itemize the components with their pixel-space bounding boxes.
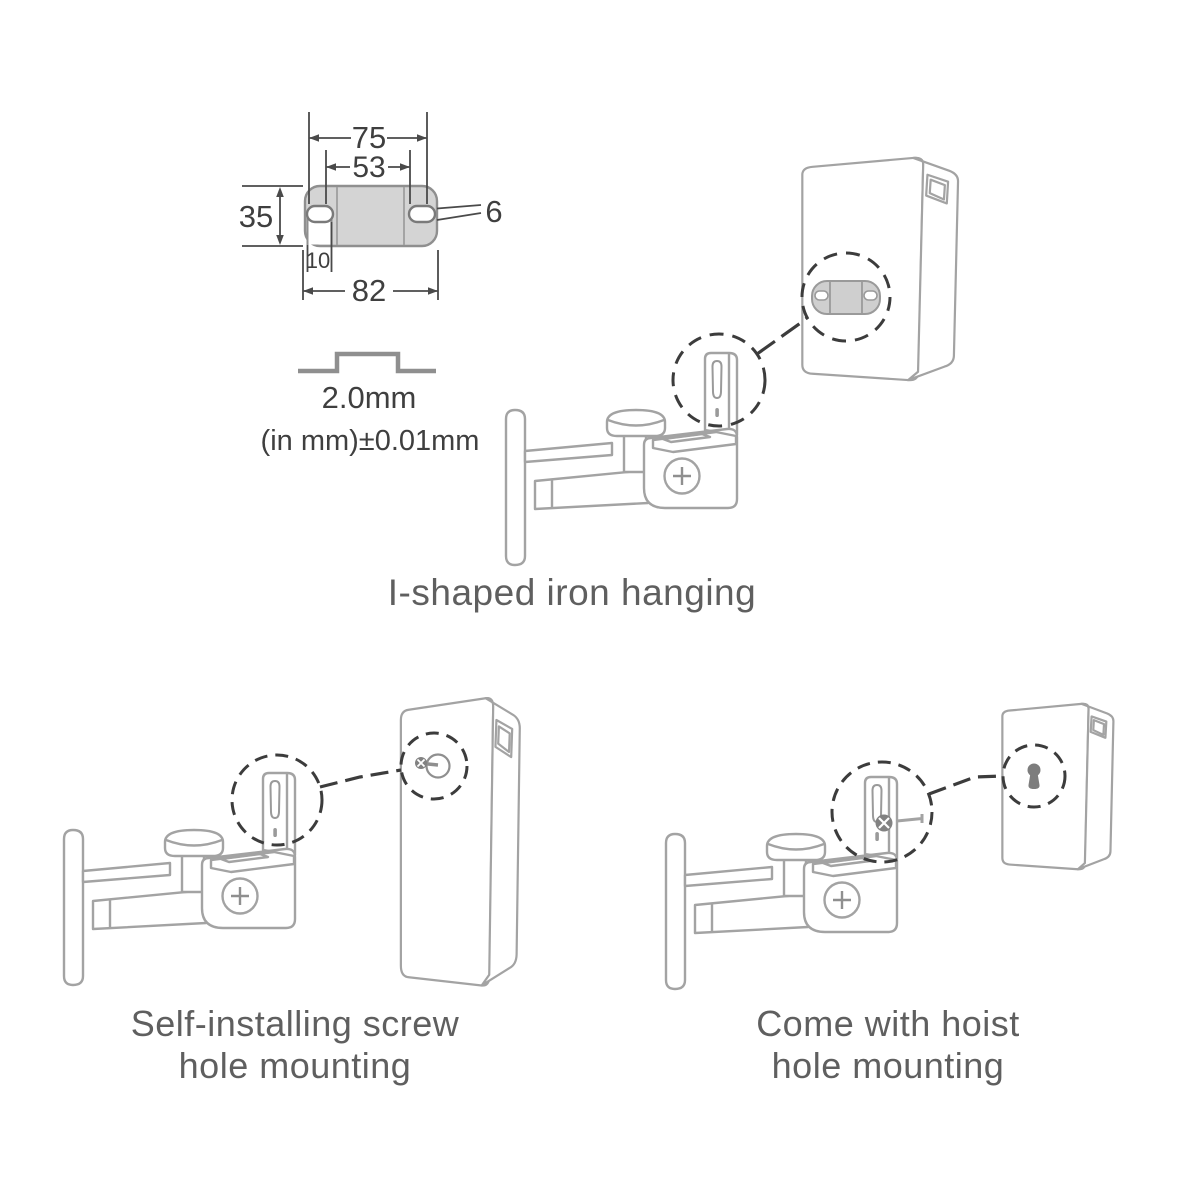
zoom-circle-br-speaker — [1001, 743, 1067, 809]
thickness-label: 2.0mm — [322, 380, 417, 415]
zoom-circle-bl-tab — [230, 753, 324, 847]
dim-label-10: 10 — [306, 248, 330, 273]
bracket-bottom-left — [62, 771, 297, 987]
bracket-bottom-right — [664, 775, 899, 991]
caption-bottom-left: Self-installing screw hole mounting — [45, 1003, 545, 1088]
dimension-lines — [242, 112, 482, 300]
dim-label-35: 35 — [239, 199, 273, 234]
caption-bottom-right: Come with hoist hole mounting — [638, 1003, 1138, 1088]
dim-label-53: 53 — [352, 151, 385, 184]
connector-bottom-left — [319, 768, 402, 789]
section-bottom-right — [664, 702, 1115, 991]
dimension-arrows — [276, 134, 438, 295]
speaker-box-bottom-right — [1001, 702, 1115, 871]
caption-bottom-left-line1: Self-installing screw — [130, 1003, 460, 1044]
profile-shape — [298, 351, 436, 374]
dim-label-82: 82 — [352, 273, 386, 308]
zoom-circle-middle-tab — [671, 332, 767, 428]
caption-top: I-shaped iron hanging — [387, 572, 757, 613]
section-bottom-left — [62, 696, 522, 987]
bracket-middle — [504, 351, 739, 567]
caption-bottom-left-line2: hole mounting — [178, 1045, 412, 1087]
zoom-circle-br-tab — [830, 760, 934, 864]
thickness-profile-view: 2.0mm (in mm)±0.01mm — [261, 351, 480, 457]
screw-into-hole-icon — [415, 753, 451, 779]
connector-top — [756, 315, 810, 356]
tolerance-label: (in mm)±0.01mm — [261, 425, 480, 457]
hoist-keyhole-icon — [1027, 763, 1041, 789]
zoom-circle-top-speaker — [800, 251, 892, 343]
plate-slot-left — [305, 204, 335, 224]
plate-seam-lines — [336, 187, 405, 245]
speaker-box-top — [800, 156, 960, 382]
section-top — [504, 156, 960, 567]
caption-bottom-right-line1: Come with hoist — [756, 1003, 1020, 1044]
dim-label-75: 75 — [352, 120, 386, 155]
connector-bottom-right — [928, 774, 1005, 796]
plate-slot-right — [407, 204, 437, 224]
speaker-box-bottom-left — [399, 696, 522, 987]
i-shaped-iron-plate-icon — [811, 280, 881, 315]
caption-bottom-right-line2: hole mounting — [771, 1045, 1005, 1087]
dim-label-6: 6 — [485, 194, 502, 229]
dimension-drawing: 75 53 35 6 10 82 — [239, 112, 503, 308]
tab-screw-icon — [875, 814, 924, 832]
zoom-circle-bl-speaker — [399, 731, 469, 801]
